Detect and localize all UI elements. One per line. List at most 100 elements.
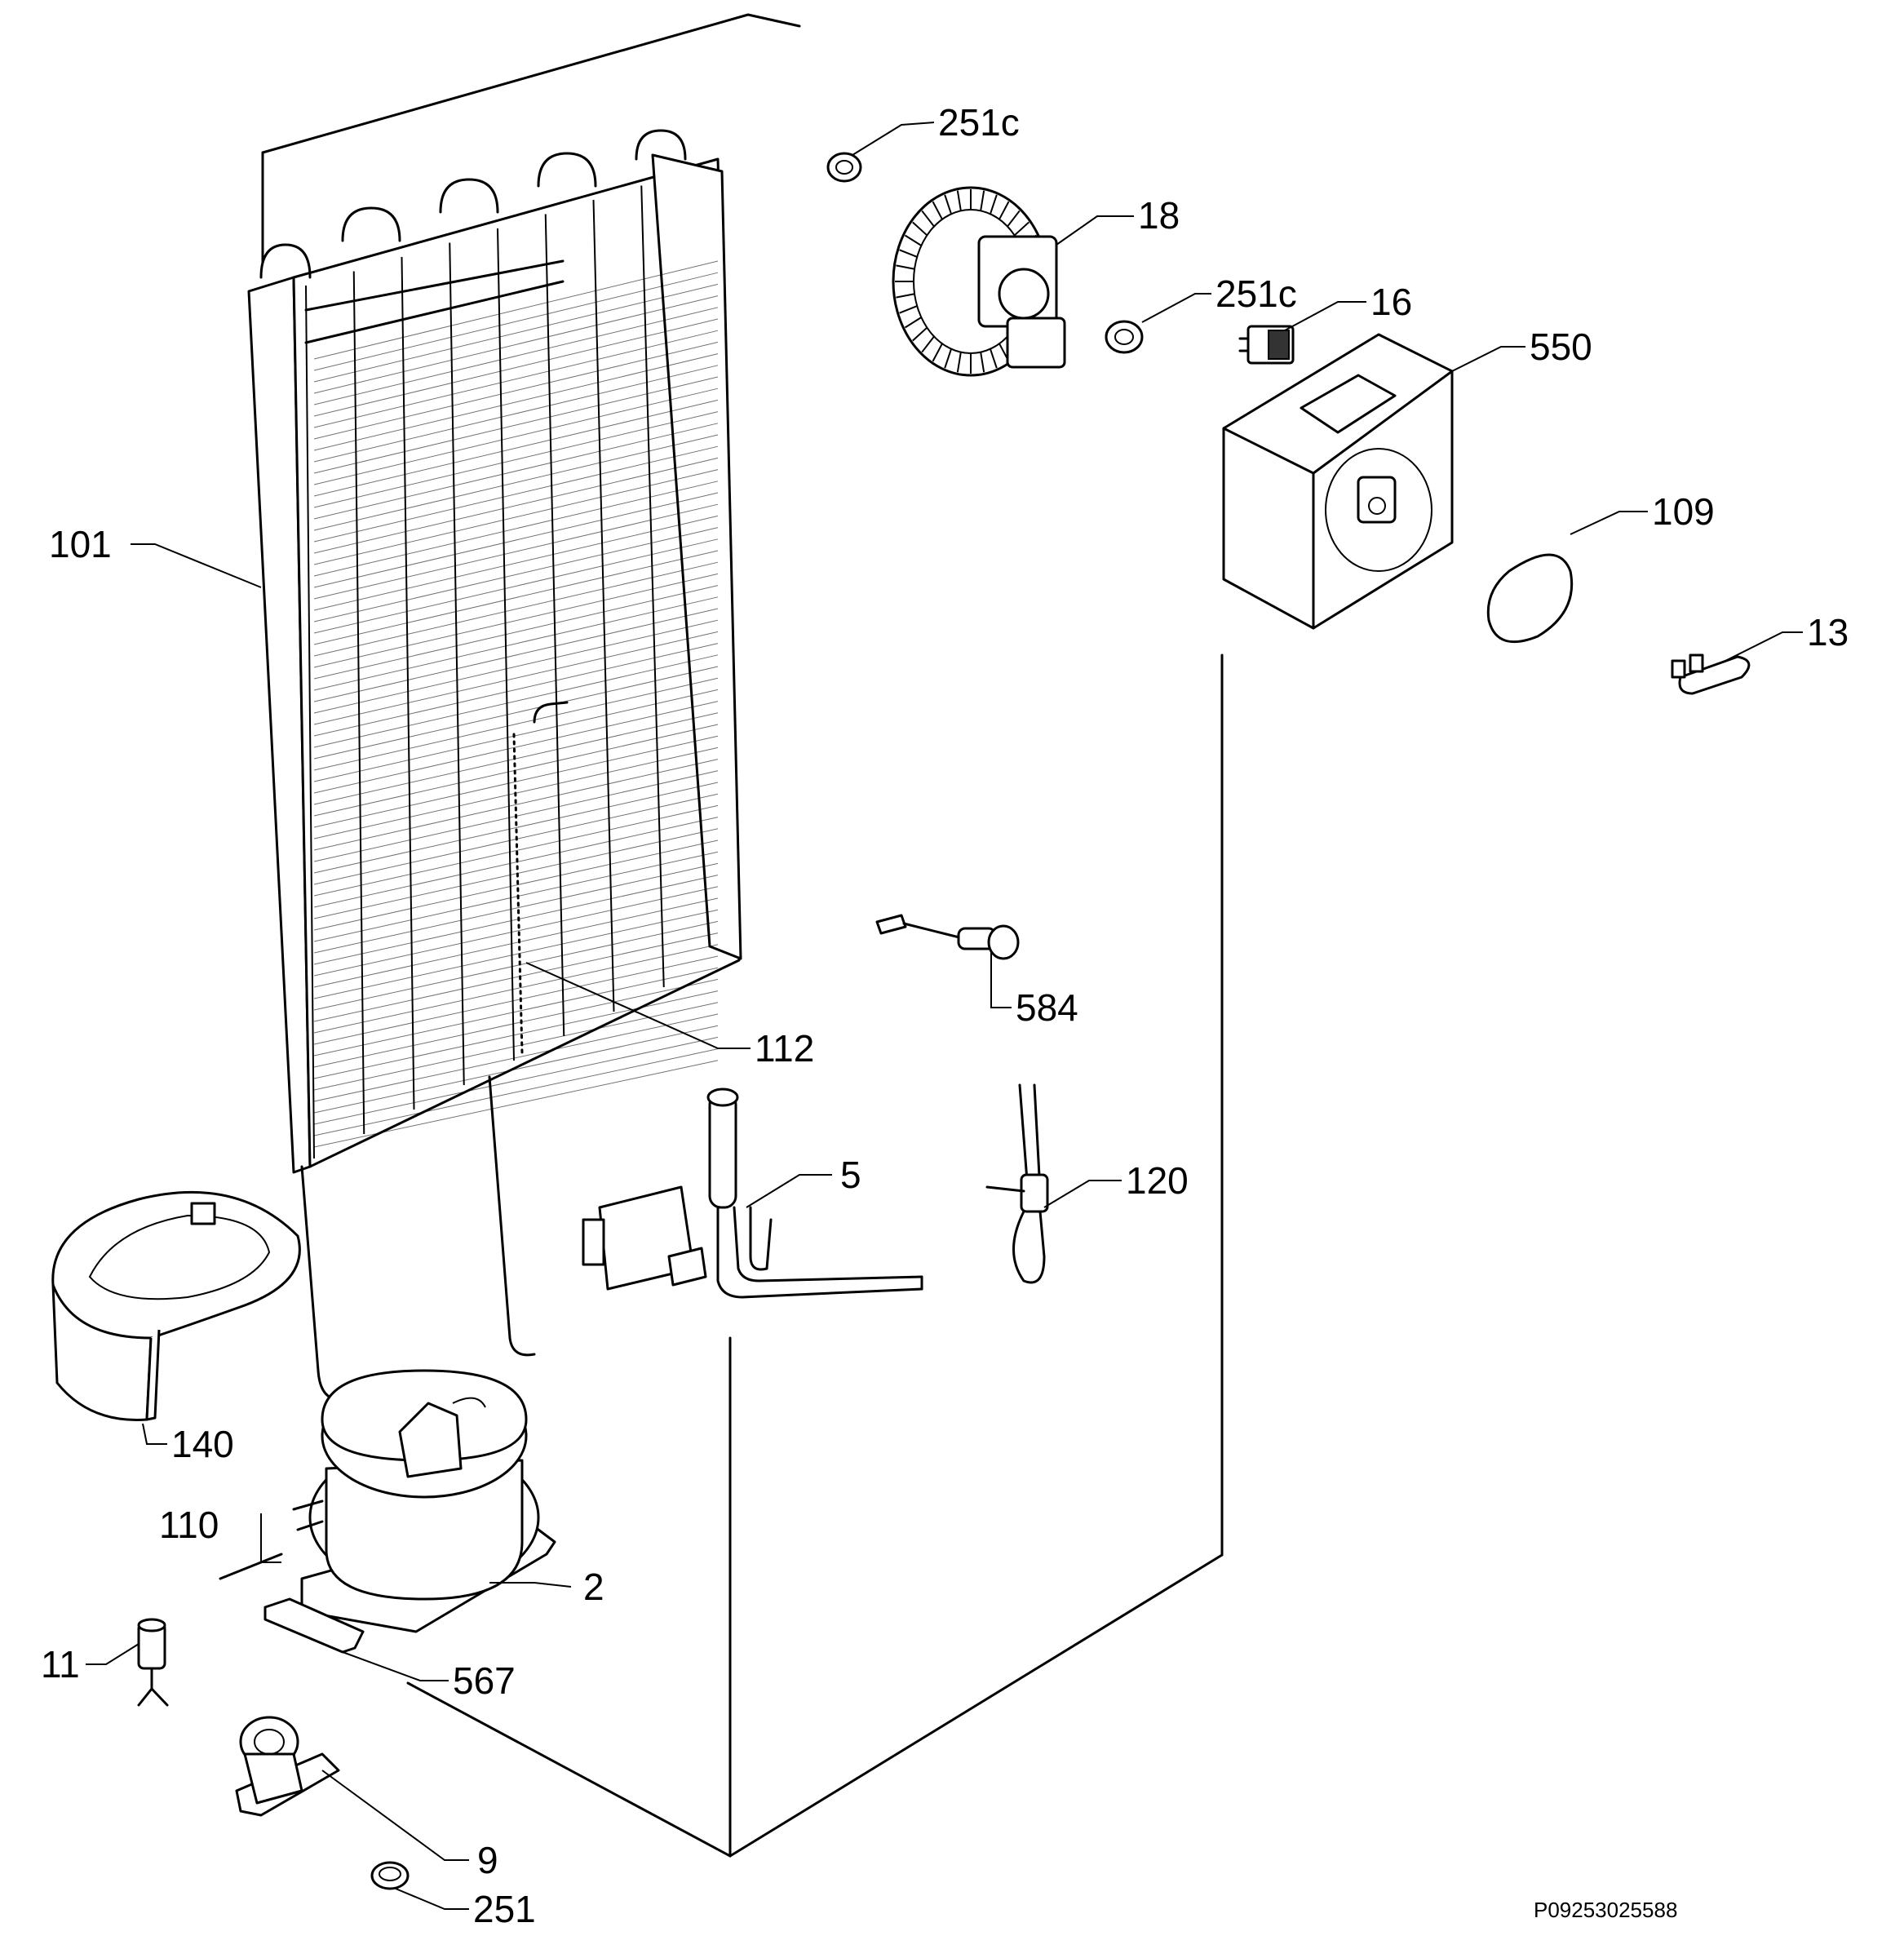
condenser-fin <box>313 1013 719 1102</box>
condenser-fin <box>313 619 719 714</box>
condenser-fin <box>313 817 719 908</box>
condenser-fin <box>313 550 719 645</box>
label-101: 101 <box>49 523 112 565</box>
label-109: 109 <box>1652 490 1715 533</box>
drawing-code: P09253025588 <box>1534 1898 1677 1922</box>
capacitor <box>137 1618 169 1707</box>
condenser-fin <box>313 272 719 371</box>
condenser-fin <box>313 666 719 760</box>
relay-and-filter <box>582 1088 923 1299</box>
condenser-fin <box>313 932 719 1022</box>
condenser-fin <box>313 759 719 851</box>
fan-blade <box>980 352 985 373</box>
lamp-cover <box>1486 553 1574 644</box>
condenser-fin <box>313 1025 719 1114</box>
condenser-fin <box>313 353 719 451</box>
condenser-fin <box>313 527 719 622</box>
condenser-fin <box>313 561 719 657</box>
label-584: 584 <box>1016 986 1078 1029</box>
condenser-fin <box>313 944 719 1034</box>
condenser-fin <box>313 689 719 782</box>
condenser-fin <box>313 481 719 577</box>
label-251: 251 <box>473 1888 536 1930</box>
fan-blade <box>998 201 1010 220</box>
label-11: 11 <box>41 1643 80 1686</box>
fan-blade <box>896 264 915 270</box>
fan-blade <box>921 210 935 228</box>
fan-motor <box>892 186 1066 377</box>
condenser-fin <box>313 608 719 702</box>
label-2: 2 <box>583 1566 604 1608</box>
temperature-sensor <box>875 914 1020 960</box>
condenser-fin <box>313 260 719 360</box>
condenser-fin <box>313 411 719 508</box>
fan-blade <box>989 348 998 369</box>
condenser <box>247 129 742 1401</box>
grommet-lower <box>370 1861 410 1890</box>
condenser-fin <box>313 839 719 931</box>
condenser-fin <box>313 596 719 691</box>
callout-labels: 251c 18 251c 16 550 109 13 101 584 112 5… <box>41 101 1849 1930</box>
condenser-fin <box>313 862 719 954</box>
condenser-fin <box>313 967 719 1057</box>
label-550: 550 <box>1530 326 1592 368</box>
fan-blade <box>980 190 985 211</box>
condenser-fin <box>313 677 719 771</box>
compressor <box>292 1369 556 1633</box>
condenser-tube <box>305 285 315 1159</box>
mounting-plate <box>263 1597 365 1654</box>
condenser-fin <box>313 457 719 554</box>
fan-blade <box>944 348 953 369</box>
condenser-fin <box>313 330 719 428</box>
label-112: 112 <box>755 1027 814 1070</box>
condenser-fin <box>313 909 719 999</box>
fan-blade <box>912 221 928 237</box>
condenser-fin <box>313 1036 719 1125</box>
label-251c-middle: 251c <box>1215 272 1297 315</box>
condenser-fin <box>313 701 719 794</box>
fan-blade <box>932 201 943 220</box>
condenser-fin <box>313 828 719 919</box>
condenser-fin <box>313 1048 719 1136</box>
grommet-middle <box>1105 320 1144 354</box>
condenser-fin <box>313 515 719 611</box>
grommet-upper <box>826 152 862 183</box>
condenser-fin <box>313 573 719 668</box>
fan-blade <box>904 234 922 246</box>
condenser-tube <box>592 199 615 1012</box>
label-251c-upper: 251c <box>938 101 1020 144</box>
condenser-fin <box>313 399 719 497</box>
condenser-fin <box>313 631 719 725</box>
cabinet-outline <box>261 13 1224 1858</box>
condenser-fin <box>313 897 719 988</box>
fan-blade <box>989 194 998 215</box>
fan-blade <box>1007 210 1021 228</box>
condenser-fin <box>313 875 719 965</box>
label-140: 140 <box>171 1423 234 1465</box>
condenser-fin <box>313 341 719 440</box>
condenser-fin <box>313 434 719 531</box>
condenser-fin <box>313 978 719 1068</box>
condenser-fin <box>313 990 719 1079</box>
fan-blade <box>1013 221 1029 237</box>
fan-blade <box>932 343 943 362</box>
condenser-fin <box>313 851 719 942</box>
fan-blade <box>899 305 918 314</box>
condenser-fin <box>313 307 719 405</box>
condenser-fin <box>313 1060 719 1148</box>
fan-blade <box>896 293 915 299</box>
fan-blade <box>956 190 962 211</box>
condenser-fin <box>313 804 719 897</box>
condenser-fin <box>313 492 719 588</box>
condenser-fin <box>313 365 719 463</box>
label-120: 120 <box>1126 1159 1189 1202</box>
condenser-fin <box>313 469 719 565</box>
fan-blade <box>912 326 928 342</box>
label-18: 18 <box>1138 194 1180 237</box>
condenser-fin <box>313 318 719 417</box>
light-switch <box>1238 325 1295 365</box>
pins <box>219 1553 283 1580</box>
condenser-fin <box>313 445 719 543</box>
